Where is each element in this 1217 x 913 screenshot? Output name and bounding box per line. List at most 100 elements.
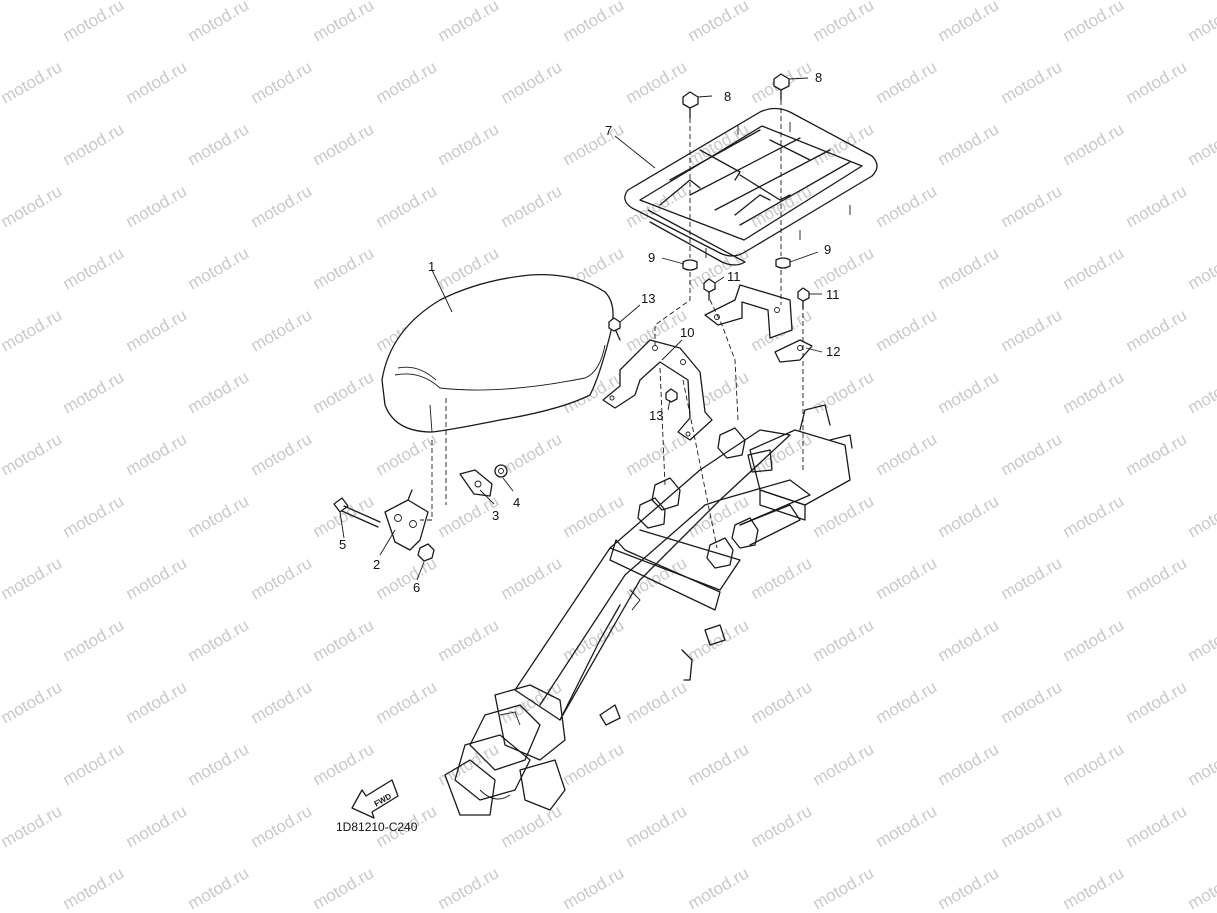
watermark-text: motod.ru	[0, 57, 65, 107]
watermark-text: motod.ru	[1185, 491, 1217, 541]
callout-leaders	[339, 77, 823, 581]
watermark-text: motod.ru	[685, 739, 753, 789]
callout-4: 4	[513, 495, 520, 510]
watermark-text: motod.ru	[185, 739, 253, 789]
watermark-text: motod.ru	[810, 119, 878, 169]
watermark-text: motod.ru	[1123, 429, 1191, 479]
watermark-text: motod.ru	[248, 801, 316, 851]
watermark-text: motod.ru	[935, 0, 1003, 45]
watermark-text: motod.ru	[0, 429, 65, 479]
watermark-text: motod.ru	[373, 181, 441, 231]
watermark-text: motod.ru	[935, 119, 1003, 169]
watermark-text: motod.ru	[1185, 739, 1217, 789]
watermark-text: motod.ru	[498, 57, 566, 107]
watermark-text: motod.ru	[248, 553, 316, 603]
carrier-bracket-rear	[704, 284, 793, 339]
watermark-text: motod.ru	[1123, 677, 1191, 727]
callout-9-left: 9	[648, 250, 655, 265]
callout-13-upper: 13	[641, 291, 655, 306]
watermark-text: motod.ru	[1123, 181, 1191, 231]
watermark-text: motod.ru	[1123, 553, 1191, 603]
callout-12: 12	[826, 344, 840, 359]
callout-8-right: 8	[815, 70, 822, 85]
watermark-text: motod.ru	[248, 181, 316, 231]
watermark-text: motod.ru	[623, 429, 691, 479]
watermark-text: motod.ru	[310, 615, 378, 665]
watermark-text: motod.ru	[0, 491, 2, 541]
watermark-text: motod.ru	[560, 119, 628, 169]
watermark-text: motod.ru	[998, 801, 1066, 851]
watermark-text: motod.ru	[1060, 0, 1128, 45]
watermark-text: motod.ru	[560, 739, 628, 789]
watermark-text: motod.ru	[60, 119, 128, 169]
watermark-text: motod.ru	[998, 429, 1066, 479]
watermark-text: motod.ru	[310, 367, 378, 417]
watermark-text: motod.ru	[123, 181, 191, 231]
watermark-text: motod.ru	[123, 677, 191, 727]
watermark-text: motod.ru	[310, 243, 378, 293]
watermark-text: motod.ru	[0, 367, 2, 417]
seat	[381, 273, 614, 433]
watermark-text: motod.ru	[60, 491, 128, 541]
callout-8-left: 8	[724, 89, 731, 104]
nut-6	[417, 543, 435, 562]
watermark-text: motod.ru	[435, 119, 503, 169]
watermark-text: motod.ru	[1060, 367, 1128, 417]
watermark-text: motod.ru	[810, 615, 878, 665]
watermark-text: motod.ru	[623, 57, 691, 107]
watermark-text: motod.ru	[1060, 491, 1128, 541]
watermark-text: motod.ru	[748, 801, 816, 851]
watermark-text: motod.ru	[498, 801, 566, 851]
watermark-text: motod.ru	[0, 119, 2, 169]
watermark-text: motod.ru	[873, 181, 941, 231]
watermark-text: motod.ru	[810, 367, 878, 417]
bolt-13-lower	[665, 388, 678, 403]
watermark-text: motod.ru	[373, 57, 441, 107]
callout-11-left: 11	[727, 269, 741, 284]
watermark-text: motod.ru	[1060, 615, 1128, 665]
bolt-5	[333, 497, 381, 528]
watermark-text: motod.ru	[0, 677, 65, 727]
watermark-text: motod.ru	[0, 801, 65, 851]
watermark-text: motod.ru	[0, 305, 65, 355]
watermark-text: motod.ru	[1123, 57, 1191, 107]
watermark-text: motod.ru	[248, 429, 316, 479]
watermark-text: motod.ru	[123, 801, 191, 851]
watermark-text: motod.ru	[1185, 615, 1217, 665]
watermark-text: motod.ru	[1185, 863, 1217, 913]
watermark-text: motod.ru	[935, 615, 1003, 665]
callout-1: 1	[428, 259, 435, 274]
seat-bracket	[384, 489, 429, 551]
bolt-4	[494, 464, 508, 478]
watermark-text: motod.ru	[60, 615, 128, 665]
watermark-text: motod.ru	[373, 429, 441, 479]
watermark-text: motod.ru	[60, 243, 128, 293]
watermark-text: motod.ru	[310, 739, 378, 789]
watermark-text: motod.ru	[435, 863, 503, 913]
watermark-text: motod.ru	[810, 0, 878, 45]
watermark-text: motod.ru	[873, 429, 941, 479]
callout-7: 7	[605, 123, 612, 138]
carrier-bolt-right	[773, 73, 790, 101]
watermark-text: motod.ru	[185, 863, 253, 913]
watermark-text: motod.ru	[0, 615, 2, 665]
watermark-text: motod.ru	[748, 553, 816, 603]
bolt-13-upper	[608, 317, 621, 341]
watermark-text: motod.ru	[1123, 305, 1191, 355]
watermark-text: motod.ru	[810, 491, 878, 541]
watermark-text: motod.ru	[998, 57, 1066, 107]
watermark-text: motod.ru	[1185, 0, 1217, 45]
callout-3: 3	[492, 508, 499, 523]
collar-right	[775, 257, 791, 269]
watermark-text: motod.ru	[998, 305, 1066, 355]
diagram-code: 1D81210-C240	[336, 820, 418, 834]
watermark-text: motod.ru	[185, 615, 253, 665]
callout-11-right: 11	[826, 287, 840, 302]
watermark-text: motod.ru	[373, 677, 441, 727]
bolt-11-right	[797, 287, 810, 310]
watermark-text: motod.ru	[123, 553, 191, 603]
watermark-text: motod.ru	[935, 739, 1003, 789]
watermark-text: motod.ru	[810, 243, 878, 293]
watermark-text: motod.ru	[623, 801, 691, 851]
